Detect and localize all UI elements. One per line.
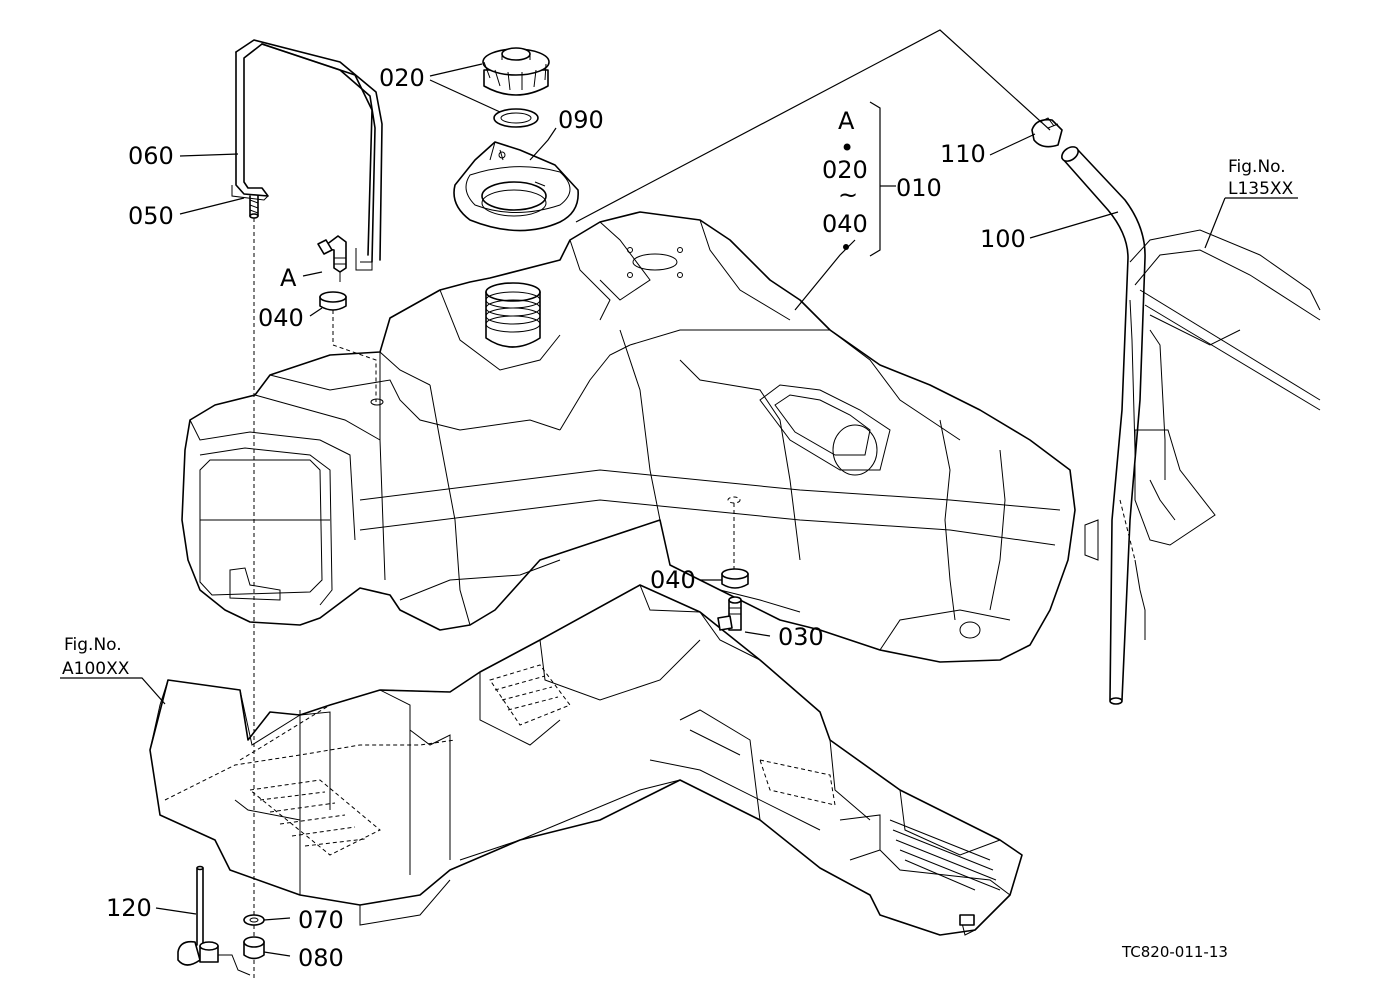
tank-top-port — [627, 247, 683, 278]
bracket-label-020: 020 — [822, 156, 868, 184]
bracket-label-040: 040 — [822, 210, 868, 238]
label-080: 080 — [298, 944, 344, 972]
breather-elbow-part — [317, 235, 347, 282]
bracket-leader-dot — [843, 244, 849, 250]
tank-drain-boss — [959, 621, 981, 639]
drain-fitting-part — [717, 596, 742, 631]
drain-hose-clip-part — [177, 865, 251, 976]
label-010: 010 — [896, 174, 942, 202]
label-a-breather: A — [280, 264, 297, 292]
bracket-label-a: A — [838, 107, 855, 135]
label-020-cap: 020 — [379, 64, 425, 92]
grommet-bottom-part — [721, 496, 749, 589]
frame-l135-drawing — [1084, 229, 1321, 640]
step-tread-grids — [248, 664, 1001, 891]
tank-filler-neck — [485, 282, 541, 348]
washer-part — [243, 914, 265, 926]
bracket-tilde: ~ — [838, 181, 858, 209]
grommet-left-part — [319, 291, 377, 402]
bracket-dot: • — [840, 134, 854, 162]
fuel-cap-gasket — [493, 108, 539, 128]
label-050: 050 — [128, 202, 174, 230]
filler-tray-part — [453, 141, 579, 232]
label-100: 100 — [980, 225, 1026, 253]
label-030: 030 — [778, 623, 824, 651]
strap-bolt-part — [249, 195, 259, 219]
drawing-code: TC820-011-13 — [1121, 943, 1228, 961]
floor-step-frame-drawing — [149, 584, 1023, 936]
label-040-left: 040 — [258, 304, 304, 332]
label-040-bottom: 040 — [650, 566, 696, 594]
nut-part — [243, 936, 265, 960]
tank-grommet-hole — [370, 398, 384, 406]
label-120: 120 — [106, 894, 152, 922]
fuel-hose-part — [1061, 146, 1146, 705]
fig-ref-l-code: L135XX — [1228, 179, 1294, 199]
fuel-tank-body-drawing — [181, 211, 1076, 663]
fig-ref-a-title: Fig.No. — [64, 635, 122, 655]
hose-clamp-part — [1031, 117, 1063, 148]
label-070: 070 — [298, 906, 344, 934]
fuel-cap-part — [482, 47, 550, 96]
label-090: 090 — [558, 106, 604, 134]
tank-recess-pocket — [759, 384, 891, 476]
leader-lines — [60, 29, 1298, 957]
label-060: 060 — [128, 142, 174, 170]
label-110: 110 — [940, 140, 986, 168]
fig-ref-a-code: A100XX — [62, 659, 130, 679]
tank-strap-part — [231, 39, 383, 271]
fig-ref-l-title: Fig.No. — [1228, 157, 1286, 177]
frame-bolt-right — [959, 914, 975, 926]
